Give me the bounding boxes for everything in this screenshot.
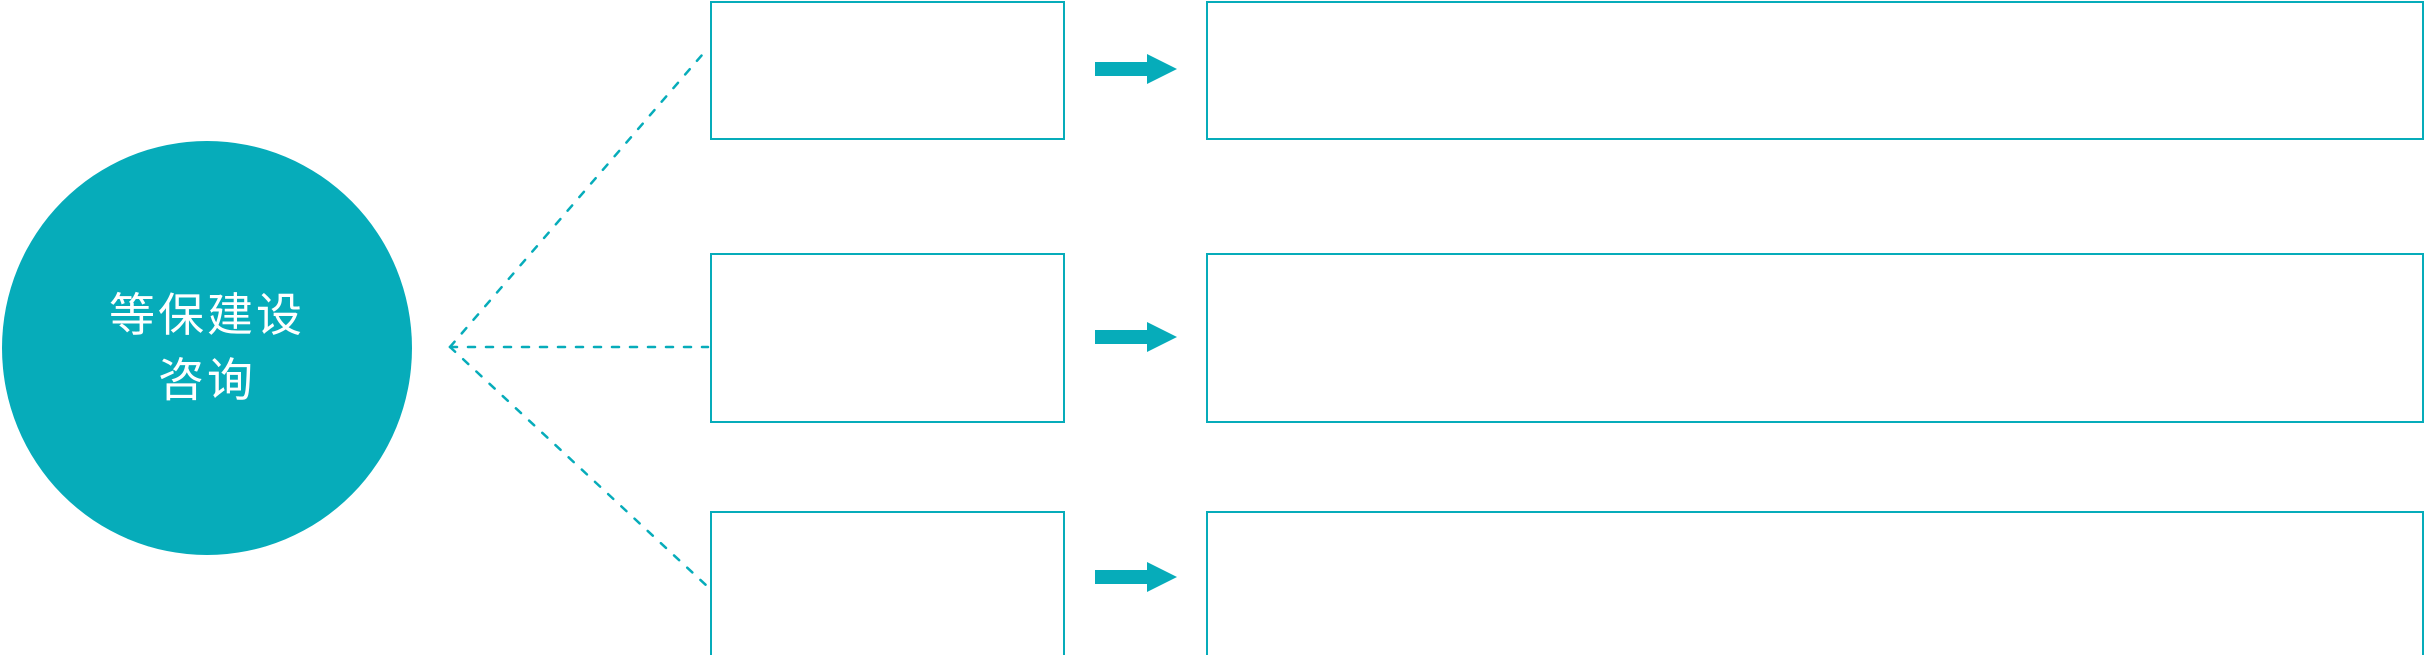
hub-circle[interactable]: 等保建设 咨询 — [2, 141, 412, 555]
hub-title-line-1: 等保建设 — [109, 288, 305, 341]
arrow-right-icon — [1095, 562, 1177, 592]
hub-title-line-2: 咨询 — [158, 354, 256, 406]
stage-box-1[interactable] — [710, 1, 1065, 140]
detail-box-2[interactable] — [1206, 253, 2424, 423]
detail-box-1[interactable] — [1206, 1, 2424, 140]
arrow-right-icon — [1095, 54, 1177, 84]
detail-box-3[interactable] — [1206, 511, 2424, 655]
arrow-right-icon — [1095, 322, 1177, 352]
stage-box-3[interactable] — [710, 511, 1065, 655]
stage-box-2[interactable] — [710, 253, 1065, 423]
connector-line-1 — [448, 46, 710, 349]
connector-line-3 — [448, 345, 710, 589]
